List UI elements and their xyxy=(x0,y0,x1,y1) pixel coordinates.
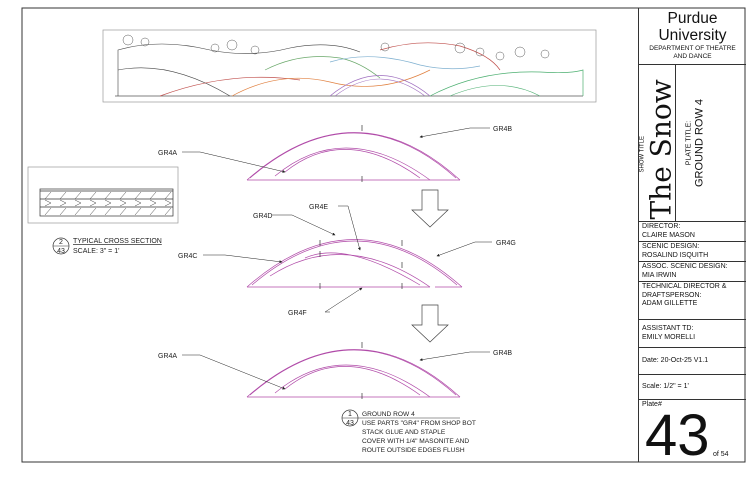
sheet-number: 43 xyxy=(57,248,65,255)
note-line: USE PARTS "GR4" FROM SHOP BOT xyxy=(362,420,476,427)
plate-cell: Plate# 43 of 54 xyxy=(639,400,746,462)
assoc-label: ASSOC. SCENIC DESIGN: xyxy=(642,263,728,270)
show-title: The Snow xyxy=(644,78,677,219)
callout-label: GR4B xyxy=(493,126,512,133)
main-detail-note: 1 43 GROUND ROW 4 USE PARTS "GR4" FROM S… xyxy=(341,409,476,454)
plate-number: 43 xyxy=(645,403,710,463)
director-name: CLAIRE MASON xyxy=(642,231,695,239)
scale: Scale: 1/2" = 1' xyxy=(642,383,689,390)
callout-label: GR4D xyxy=(253,213,272,220)
atd-label: ASSISTANT TD: xyxy=(642,325,694,332)
cross-section-scale: SCALE: 3" = 1' xyxy=(73,248,119,255)
assoc-designer: MIA IRWIN xyxy=(642,271,677,279)
plate-title-label: PLATE TITLE: xyxy=(685,120,693,166)
scenic-designer: ROSALIND ISQUITH xyxy=(642,251,709,259)
ground-row-assembly-top xyxy=(246,125,461,182)
atd-cell: ASSISTANT TD:EMILY MORELLI xyxy=(639,320,746,348)
ground-row-parts-middle xyxy=(246,239,463,289)
td-name: ADAM GILLETTE xyxy=(642,300,698,307)
sheet-border xyxy=(21,7,746,463)
plate-total: of 54 xyxy=(713,451,729,458)
ground-row-assembly-bottom xyxy=(246,342,461,399)
down-arrow-icon xyxy=(411,189,449,228)
director-label: DIRECTOR: xyxy=(642,223,681,230)
detail-title: GROUND ROW 4 xyxy=(362,411,415,418)
callout-label: GR4E xyxy=(309,204,328,211)
assoc-cell: ASSOC. SCENIC DESIGN:MIA IRWIN xyxy=(639,262,746,282)
td-cell: TECHNICAL DIRECTOR & DRAFTSPERSON:ADAM G… xyxy=(639,282,746,320)
university-name: Purdue University xyxy=(658,10,727,44)
scale-cell: Scale: 1/2" = 1' xyxy=(639,375,746,400)
callout-label: GR4G xyxy=(496,240,516,247)
date-cell: Date: 20-Oct-25 V1.1 xyxy=(639,348,746,375)
note-line: ROUTE OUTSIDE EDGES FLUSH xyxy=(362,447,465,454)
note-line: COVER WITH 1/4" MASONITE AND xyxy=(362,438,469,445)
callout-label: GR4C xyxy=(178,253,197,260)
detail-number: 1 xyxy=(348,411,352,418)
director-cell: DIRECTOR:CLAIRE MASON xyxy=(639,222,746,242)
sheet-number: 43 xyxy=(346,420,354,427)
atd-name: EMILY MORELLI xyxy=(642,333,696,341)
callout-label: GR4B xyxy=(493,350,512,357)
title-block: Purdue University DEPARTMENT OF THEATRE … xyxy=(638,8,746,462)
cross-section-detail-tag: 2 43 TYPICAL CROSS SECTION SCALE: 3" = 1… xyxy=(52,237,162,255)
td-label: TECHNICAL DIRECTOR & DRAFTSPERSON: xyxy=(642,283,727,299)
scenic-label: SCENIC DESIGN: xyxy=(642,243,700,250)
callout-label: GR4A xyxy=(158,353,177,360)
callout-label: GR4F xyxy=(288,310,307,317)
note-line: STACK GLUE AND STAPLE xyxy=(362,429,446,436)
department-name: DEPARTMENT OF THEATRE AND DANCE xyxy=(649,45,736,60)
scenic-cell: SCENIC DESIGN:ROSALIND ISQUITH xyxy=(639,242,746,262)
detail-number: 2 xyxy=(59,239,63,246)
ground-row-elevation-rendering xyxy=(102,29,597,103)
cross-section-title: TYPICAL CROSS SECTION xyxy=(73,238,162,245)
typical-cross-section-drawing xyxy=(27,166,179,224)
callout-label: GR4A xyxy=(158,150,177,157)
plate-label: Plate# xyxy=(642,401,662,408)
date: Date: 20-Oct-25 V1.1 xyxy=(642,357,709,364)
show-title-cell: SHOW TITLE The Snow PLATE TITLE: GROUND … xyxy=(639,65,746,222)
down-arrow-icon xyxy=(411,304,449,343)
university-cell: Purdue University DEPARTMENT OF THEATRE … xyxy=(639,8,746,65)
plate-title: GROUND ROW 4 xyxy=(693,99,706,187)
